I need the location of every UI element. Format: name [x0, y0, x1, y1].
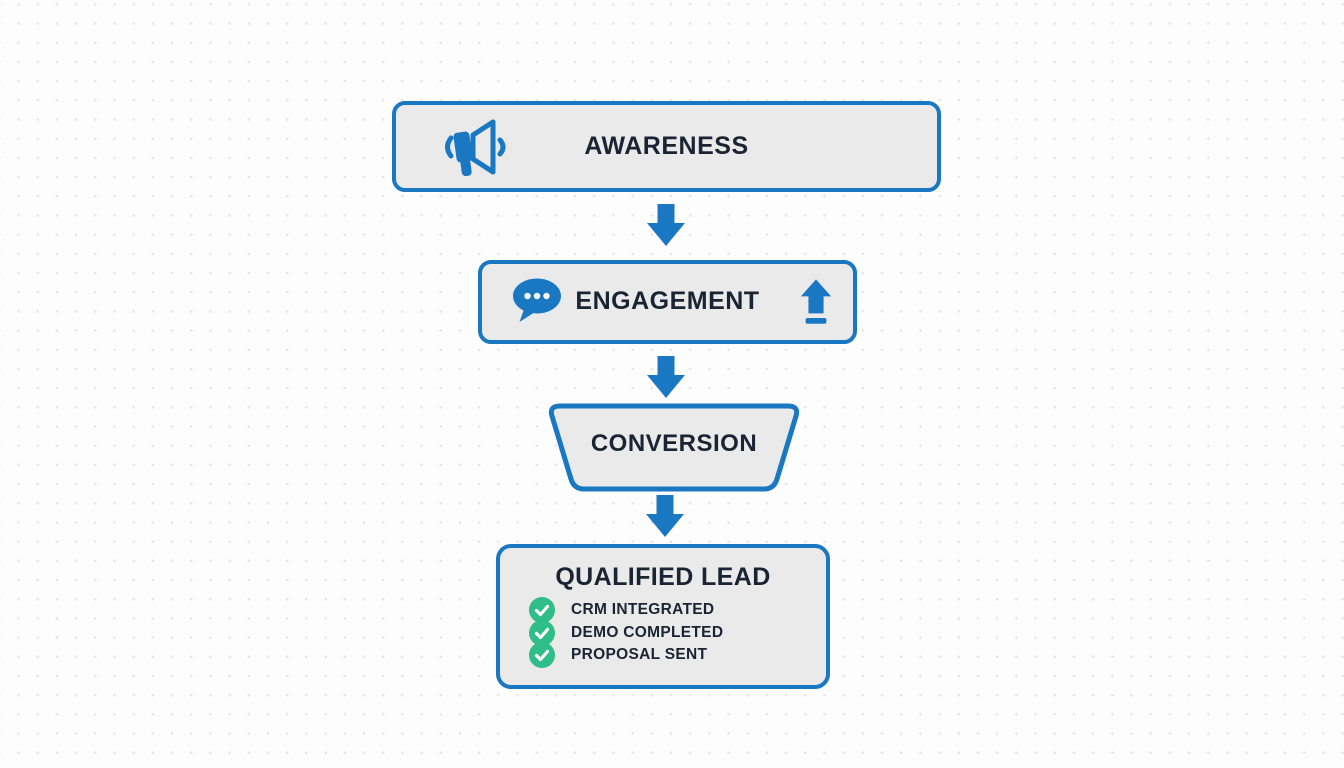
stage-engagement: ENGAGEMENT	[478, 260, 857, 344]
qualified-lead-checklist: CRM INTEGRATED DEMO COMPLETED PROPOSAL S…	[529, 597, 826, 669]
trapezoid-shape	[548, 403, 800, 492]
checklist-item-label: CRM INTEGRATED	[571, 601, 715, 619]
stage-qualified-lead-label: QUALIFIED LEAD	[555, 563, 771, 591]
stage-engagement-label: ENGAGEMENT	[575, 286, 760, 315]
megaphone-icon	[445, 119, 506, 176]
check-circle-icon	[529, 597, 555, 624]
upload-arrow-icon	[800, 279, 832, 324]
chat-bubble-icon	[513, 278, 561, 322]
down-arrow-icon	[646, 495, 684, 537]
down-arrow-icon	[647, 204, 685, 246]
checklist-item-label: DEMO COMPLETED	[571, 623, 724, 641]
stage-awareness: AWARENESS	[392, 101, 941, 192]
checklist-item-label: PROPOSAL SENT	[571, 646, 708, 664]
stage-awareness-label: AWARENESS	[584, 131, 749, 160]
checklist-item: PROPOSAL SENT	[529, 642, 826, 669]
checklist-item: CRM INTEGRATED	[529, 597, 826, 624]
down-arrow-icon	[647, 356, 685, 398]
stage-conversion-label: CONVERSION	[590, 430, 758, 458]
stage-qualified-lead: QUALIFIED LEAD CRM INTEGRATED DEMO COMPL…	[496, 544, 830, 689]
stage-conversion: CONVERSION	[535, 402, 813, 494]
check-circle-icon	[529, 642, 555, 669]
check-circle-icon	[529, 619, 555, 646]
checklist-item: DEMO COMPLETED	[529, 619, 826, 646]
